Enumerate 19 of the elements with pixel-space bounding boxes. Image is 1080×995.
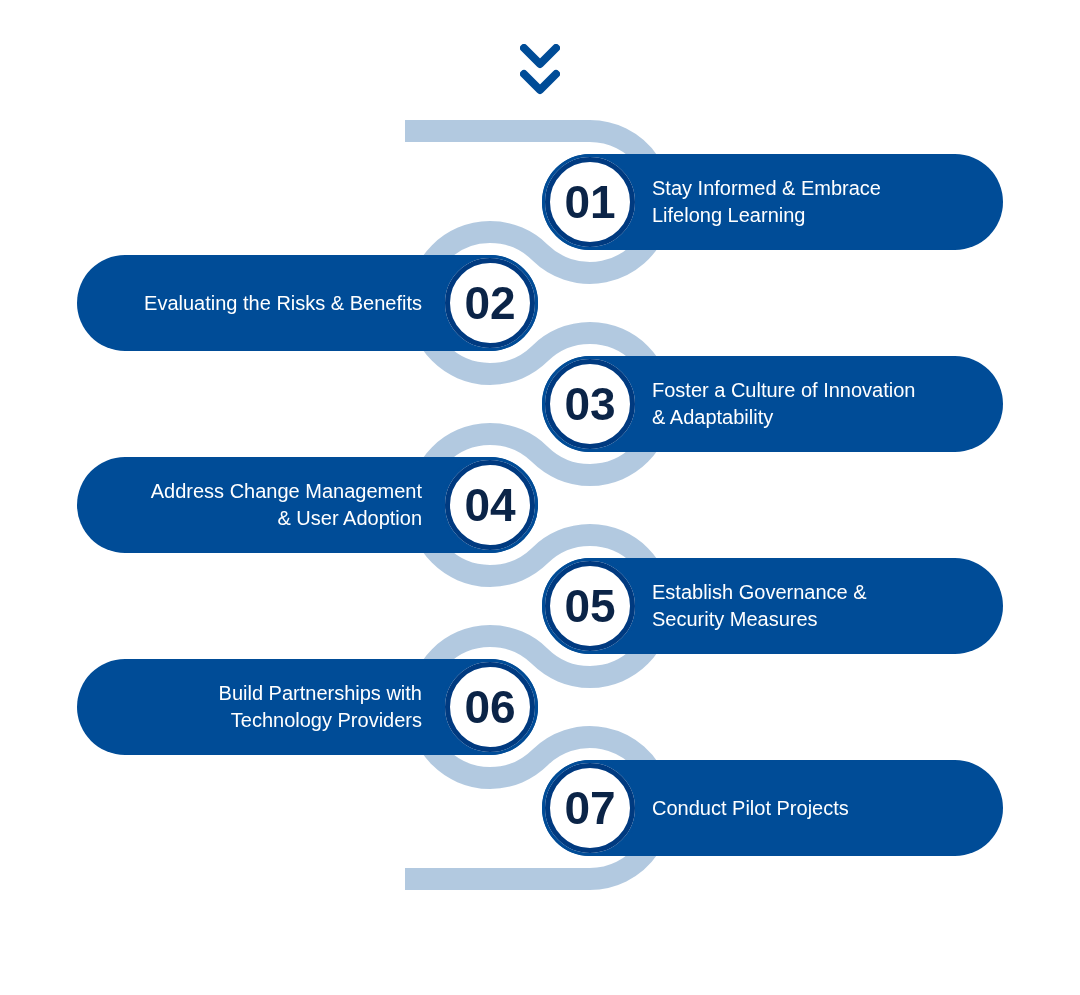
step-number: 02 xyxy=(464,280,516,326)
step-pill xyxy=(77,457,538,553)
step-number: 04 xyxy=(464,482,516,528)
step-pill xyxy=(542,356,1003,452)
step-pill xyxy=(77,659,538,755)
step-pill xyxy=(77,255,538,351)
step-text: Address Change Management & User Adoption xyxy=(149,479,422,531)
step-text: Establish Governance & Security Measures xyxy=(652,580,868,632)
step-number: 05 xyxy=(564,583,616,629)
step-text: Evaluating the Risks & Benefits xyxy=(144,290,422,316)
step-text: Conduct Pilot Projects xyxy=(652,795,849,821)
step-text: Foster a Culture of Innovation & Adaptability xyxy=(652,378,917,430)
step-number: 01 xyxy=(564,179,616,225)
step-text: Stay Informed & Embrace Lifelong Learning xyxy=(652,176,882,228)
step-number: 06 xyxy=(464,684,516,730)
step-number: 03 xyxy=(564,381,616,427)
step-text: Build Partnerships with Technology Providers xyxy=(217,681,422,733)
step-number: 07 xyxy=(564,785,616,831)
step-pill xyxy=(542,558,1003,654)
